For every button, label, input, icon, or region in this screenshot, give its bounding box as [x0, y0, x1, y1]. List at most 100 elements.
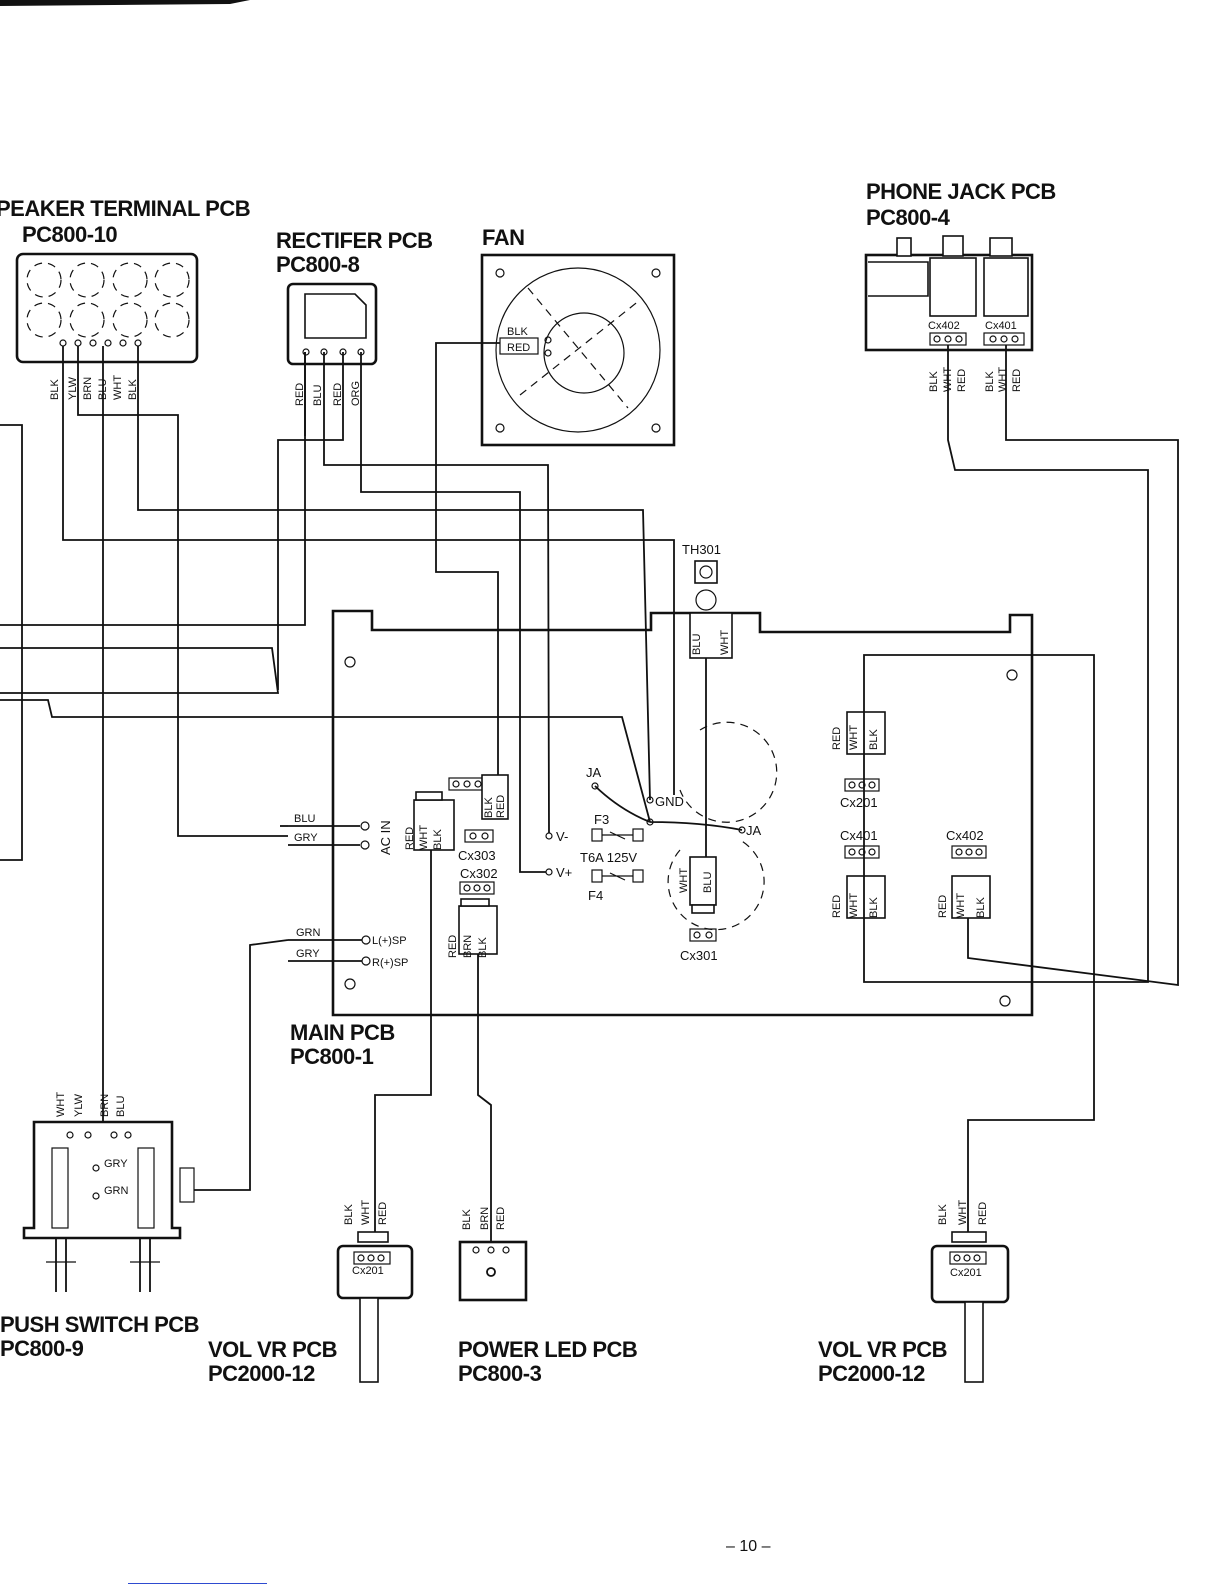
wire-label-blk: BLK [461, 1209, 473, 1230]
wire-label-red: RED [447, 935, 459, 958]
wire-label-red: RED [831, 727, 843, 750]
rectifier-pcb: RECTIFER PCB PC800-8 RED BLU RED ORG [276, 228, 433, 406]
wire-label-red: RED [937, 895, 949, 918]
vol-vr-pcb-right: BLK WHT RED Cx201 VOL VR PCB PC2000-12 [818, 1200, 1010, 1386]
wire-label-org: ORG [350, 381, 362, 406]
phone-jack-pcb: PHONE JACK PCB PC800-4 Cx402 Cx401 BLK W… [864, 179, 1056, 392]
ac-in-label: AC IN [378, 820, 393, 855]
wire-label-wht: WHT [719, 630, 731, 655]
wire-label-blk: BLK [432, 829, 444, 850]
fan-title: FAN [482, 225, 525, 250]
wire-label-wht: WHT [55, 1092, 67, 1117]
wire-label-blk: BLK [928, 371, 940, 392]
phone-jack-cx401: Cx401 [985, 320, 1017, 332]
wire-label-red: RED [495, 1207, 507, 1230]
ac-wire-blu: BLU [294, 813, 315, 825]
wire-label-blk: BLK [868, 729, 880, 750]
wire-label-blu: BLU [312, 385, 324, 406]
wire-label-brn: BRN [82, 377, 94, 400]
wire-label-blk: BLK [975, 897, 987, 918]
vol-vr-pcb-left: BLK WHT RED Cx201 VOL VR PCB PC2000-12 [208, 1200, 414, 1386]
push-switch-pcb: WHT YLW BRN BLU GRY GRN PUSH SWITCH PCB … [0, 1092, 200, 1361]
wire-label-ylw: YLW [67, 376, 79, 400]
wire-label-ylw: YLW [73, 1093, 85, 1117]
wire-label-blk: BLK [127, 379, 139, 400]
wire-label-blk: BLK [937, 1204, 949, 1225]
wire-label-blk: BLK [343, 1204, 355, 1225]
push-switch-title: PUSH SWITCH PCB [0, 1312, 199, 1337]
main-pcb-title: MAIN PCB [290, 1020, 395, 1045]
wire-label-blu: BLU [691, 634, 703, 655]
wire-label-red: RED [956, 369, 968, 392]
wire-label-wht: WHT [360, 1200, 372, 1225]
sp-wire-gry: GRY [296, 948, 320, 960]
wire-label-brn: BRN [462, 935, 474, 958]
speaker-terminal-pcb: PEAKER TERMINAL PCB PC800-10 BLK YLW BRN… [0, 196, 251, 400]
vol-vr-left-title: VOL VR PCB [208, 1337, 337, 1362]
vol-right-cx201: Cx201 [950, 1267, 982, 1279]
speaker-terminal-posts [26, 262, 190, 338]
rectifier-model: PC800-8 [276, 252, 360, 277]
f4-label: F4 [588, 888, 603, 903]
wire-label-blk: BLK [49, 379, 61, 400]
fan: FAN BLK RED [480, 225, 676, 447]
wire-label-red: RED [377, 1202, 389, 1225]
phone-jack-model: PC800-4 [866, 205, 951, 230]
r-sp-label: R(+)SP [372, 957, 408, 969]
wire-label-red: RED [332, 383, 344, 406]
page-number: – 10 – [726, 1538, 771, 1555]
power-led-model: PC800-3 [458, 1361, 542, 1386]
cx401-label: Cx401 [840, 828, 878, 843]
wire-label-wht: WHT [418, 825, 430, 850]
fan-wire-blk: BLK [507, 326, 528, 338]
wire-label-wht: WHT [957, 1200, 969, 1225]
wire-label-brn: BRN [479, 1207, 491, 1230]
switch-wire-gry: GRY [104, 1158, 128, 1170]
gnd-label: GND [655, 794, 684, 809]
main-pcb: MAIN PCB PC800-1 BLU GRY AC IN GRN GRY L… [288, 542, 1034, 1069]
main-pcb-model: PC800-1 [290, 1044, 374, 1069]
ja-label-2: JA [746, 823, 762, 838]
wire-label-wht: WHT [112, 375, 124, 400]
vol-left-cx201: Cx201 [352, 1265, 384, 1277]
speaker-terminal-model: PC800-10 [22, 222, 117, 247]
wire-label-blu: BLU [115, 1096, 127, 1117]
ja-label-1: JA [586, 765, 602, 780]
fuse-rating: T6A 125V [580, 850, 637, 865]
push-switch-model: PC800-9 [0, 1336, 84, 1361]
speaker-terminal-title: PEAKER TERMINAL PCB [0, 196, 250, 221]
f3-label: F3 [594, 812, 609, 827]
wire-label-blk: BLK [477, 937, 489, 958]
v-plus-label: V+ [556, 865, 572, 880]
wire-label-red: RED [831, 895, 843, 918]
phone-jack-title: PHONE JACK PCB [866, 179, 1056, 204]
wire-label-red: RED [404, 827, 416, 850]
wiring-harness [0, 342, 1179, 1242]
l-sp-label: L(+)SP [372, 935, 407, 947]
phone-jack-cx402: Cx402 [928, 320, 960, 332]
rectifier-title: RECTIFER PCB [276, 228, 433, 253]
switch-wire-grn: GRN [104, 1185, 129, 1197]
cx303-label: Cx303 [458, 848, 496, 863]
top-edge-mark [0, 0, 250, 6]
wire-label-wht: WHT [955, 893, 967, 918]
sp-wire-grn: GRN [296, 927, 321, 939]
power-led-pcb: BLK BRN RED POWER LED PCB PC800-3 [458, 1207, 638, 1386]
wire-label-blu: BLU [702, 872, 714, 893]
cx402-label: Cx402 [946, 828, 984, 843]
vol-vr-right-model: PC2000-12 [818, 1361, 925, 1386]
power-led-title: POWER LED PCB [458, 1337, 637, 1362]
wire-label-wht: WHT [997, 367, 1009, 392]
fan-wire-red: RED [507, 342, 530, 354]
ac-wire-gry: GRY [294, 832, 318, 844]
wire-label-wht: WHT [848, 725, 860, 750]
wire-label-wht: WHT [678, 868, 690, 893]
vol-vr-left-model: PC2000-12 [208, 1361, 315, 1386]
wire-label-red: RED [1011, 369, 1023, 392]
cx301-label: Cx301 [680, 948, 718, 963]
wire-label-red: RED [495, 795, 507, 818]
cx201-label: Cx201 [840, 795, 878, 810]
wire-label-red: RED [294, 383, 306, 406]
wire-label-wht: WHT [848, 893, 860, 918]
